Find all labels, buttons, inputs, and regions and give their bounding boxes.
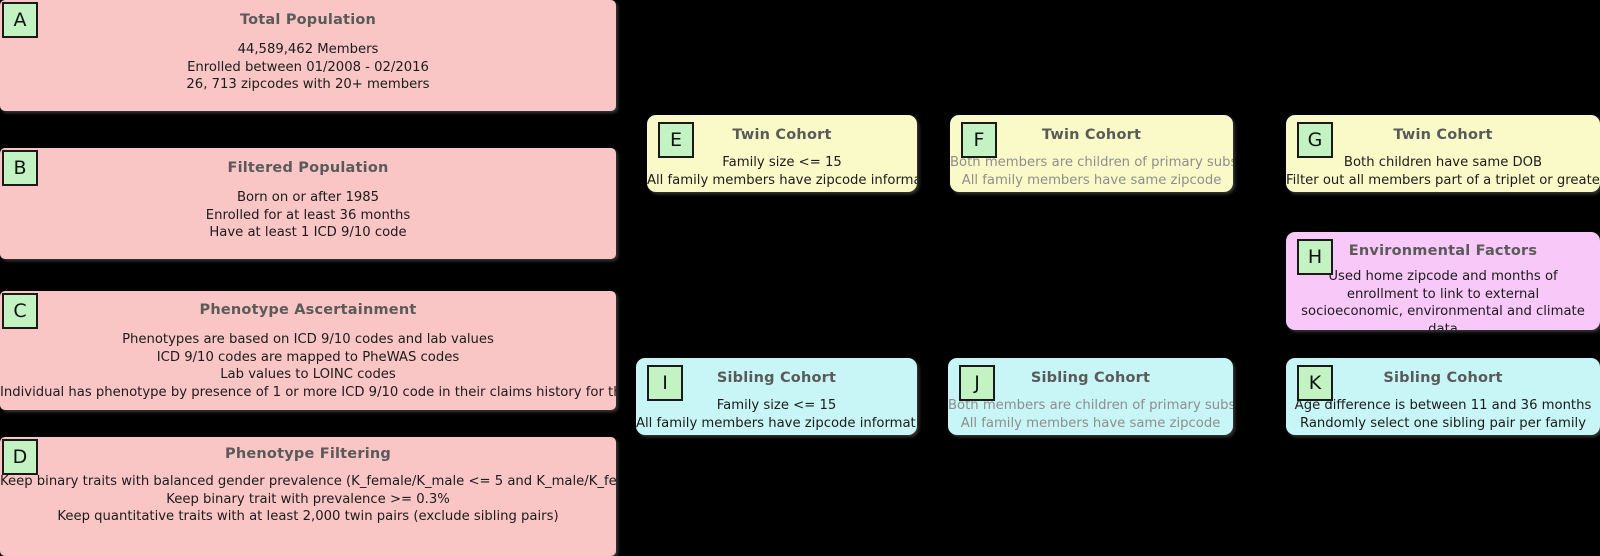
panel-body-line: Enrolled for at least 36 months: [205, 207, 411, 223]
panel-title-h: Environmental Factors: [1348, 243, 1538, 259]
panel-twin-cohort-f[interactable]: F Twin Cohort Both members are children …: [950, 115, 1233, 192]
panel-twin-cohort-g[interactable]: G Twin Cohort Both children have same DO…: [1286, 115, 1600, 192]
panel-body-line: All family members have same zipcode: [961, 172, 1222, 188]
panel-body-line: Family size <= 15: [722, 155, 842, 170]
panel-body-h: Used home zipcode and months of enrollme…: [1296, 268, 1590, 330]
panel-phenotype-filtering[interactable]: D Phenotype Filtering Keep binary traits…: [0, 437, 616, 556]
panel-title-a: Total Population: [239, 12, 377, 28]
panel-body-line: All family members have same zipcode: [960, 415, 1221, 431]
panel-body-line: Used home zipcode and months of enrollme…: [1301, 269, 1585, 330]
panel-environmental-factors[interactable]: H Environmental Factors Used home zipcod…: [1286, 232, 1600, 330]
panel-badge-b: B: [2, 150, 38, 186]
panel-twin-cohort-e[interactable]: E Twin Cohort Family size <= 15 All fami…: [647, 115, 917, 192]
panel-badge-f: F: [961, 122, 997, 158]
panel-body-line: Both members are children of primary sub…: [950, 155, 1233, 170]
panel-sibling-cohort-k[interactable]: K Sibling Cohort Age difference is betwe…: [1286, 358, 1600, 435]
panel-body-line: Have at least 1 ICD 9/10 code: [209, 225, 407, 241]
panel-badge-h: H: [1297, 239, 1333, 275]
panel-body-a: 44,589,462 Members Enrolled between 01/2…: [0, 41, 616, 94]
panel-body-line: All family members have zipcode informat…: [636, 415, 917, 431]
panel-title-j: Sibling Cohort: [1030, 370, 1151, 386]
panel-badge-e: E: [658, 122, 694, 158]
panel-body-line: Keep quantitative traits with at least 2…: [57, 509, 559, 525]
panel-body-line: Keep binary traits with balanced gender …: [0, 474, 616, 489]
panel-badge-k: K: [1297, 365, 1333, 401]
panel-body-b: Born on or after 1985 Enrolled for at le…: [0, 189, 616, 242]
panel-title-b: Filtered Population: [227, 160, 389, 176]
panel-body-line: All family members have zipcode informat…: [647, 172, 917, 188]
panel-body-d: Keep binary traits with balanced gender …: [0, 473, 616, 526]
panel-title-e: Twin Cohort: [732, 127, 832, 143]
panel-body-k: Age difference is between 11 and 36 mont…: [1286, 397, 1600, 432]
panel-body-e: Family size <= 15 All family members hav…: [647, 154, 917, 189]
panel-title-d: Phenotype Filtering: [225, 446, 391, 462]
panel-body-c: Phenotypes are based on ICD 9/10 codes a…: [0, 331, 616, 401]
panel-body-line: 26, 713 zipcodes with 20+ members: [186, 77, 430, 93]
panel-body-line: ICD 9/10 codes are mapped to PheWAS code…: [156, 349, 460, 365]
panel-body-f: Both members are children of primary sub…: [950, 154, 1233, 189]
panel-filtered-population[interactable]: B Filtered Population Born on or after 1…: [0, 148, 616, 259]
panel-body-line: Born on or after 1985: [236, 190, 380, 205]
panel-title-i: Sibling Cohort: [716, 370, 837, 386]
panel-badge-i: I: [647, 365, 683, 401]
panel-body-line: Randomly select one sibling pair per fam…: [1299, 415, 1587, 431]
panel-badge-d: D: [2, 439, 38, 475]
panel-body-j: Both members are children of primary sub…: [948, 397, 1233, 432]
panel-title-f: Twin Cohort: [1041, 127, 1142, 143]
panel-total-population[interactable]: A Total Population 44,589,462 Members En…: [0, 0, 616, 111]
panel-body-line: 44,589,462 Members: [237, 42, 379, 57]
panel-sibling-cohort-j[interactable]: J Sibling Cohort Both members are childr…: [948, 358, 1233, 435]
panel-body-g: Both children have same DOB Filter out a…: [1286, 154, 1600, 189]
panel-title-c: Phenotype Ascertainment: [199, 302, 417, 318]
panel-body-line: Both children have same DOB: [1343, 155, 1543, 170]
panel-sibling-cohort-i[interactable]: I Sibling Cohort Family size <= 15 All f…: [636, 358, 917, 435]
panel-body-i: Family size <= 15 All family members hav…: [636, 397, 917, 432]
panel-body-line: Enrolled between 01/2008 - 02/2016: [187, 59, 429, 75]
panel-body-line: Age difference is between 11 and 36 mont…: [1294, 398, 1592, 413]
panel-badge-j: J: [959, 365, 995, 401]
panel-body-line: Filter out all members part of a triplet…: [1286, 172, 1600, 188]
panel-body-line: Lab values to LOINC codes: [220, 367, 396, 383]
panel-badge-g: G: [1297, 122, 1333, 158]
panel-body-line: Individual has phenotype by presence of …: [0, 384, 616, 400]
panel-body-line: Both members are children of primary sub…: [948, 398, 1233, 413]
panel-body-line: Phenotypes are based on ICD 9/10 codes a…: [122, 332, 494, 347]
panel-body-line: Keep binary trait with prevalence >= 0.3…: [166, 491, 450, 507]
panel-title-k: Sibling Cohort: [1383, 370, 1503, 386]
panel-phenotype-ascertainment[interactable]: C Phenotype Ascertainment Phenotypes are…: [0, 291, 616, 410]
panel-badge-a: A: [2, 2, 38, 38]
panel-body-line: Family size <= 15: [716, 398, 837, 413]
panel-badge-c: C: [2, 293, 38, 329]
panel-title-g: Twin Cohort: [1393, 127, 1493, 143]
